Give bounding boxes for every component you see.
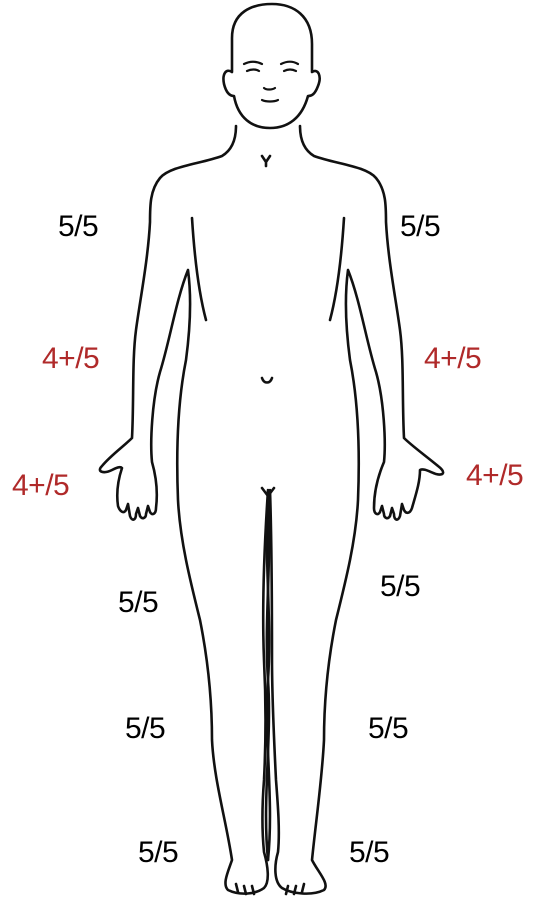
- right-inner-arm: [192, 218, 206, 320]
- grade-right-hip: 5/5: [118, 586, 158, 620]
- grade-right-elbow: 4+/5: [42, 342, 99, 376]
- neck-mark: [262, 156, 270, 166]
- grade-left-knee: 5/5: [368, 712, 408, 746]
- grade-right-ankle: 5/5: [138, 836, 178, 870]
- head-outline: [223, 4, 319, 128]
- grade-right-knee: 5/5: [125, 712, 165, 746]
- grade-left-wrist: 4+/5: [466, 459, 523, 493]
- left-toes: [286, 884, 304, 894]
- grade-right-shoulder: 5/5: [58, 210, 98, 244]
- right-side-outline: [100, 126, 268, 894]
- face-features: [244, 62, 298, 102]
- left-inner-arm: [330, 218, 344, 320]
- grade-left-hip: 5/5: [380, 570, 420, 604]
- grade-left-ankle: 5/5: [349, 836, 389, 870]
- grade-left-shoulder: 5/5: [400, 210, 440, 244]
- navel: [262, 378, 272, 383]
- grade-left-elbow: 4+/5: [424, 342, 481, 376]
- grade-right-wrist: 4+/5: [12, 469, 69, 503]
